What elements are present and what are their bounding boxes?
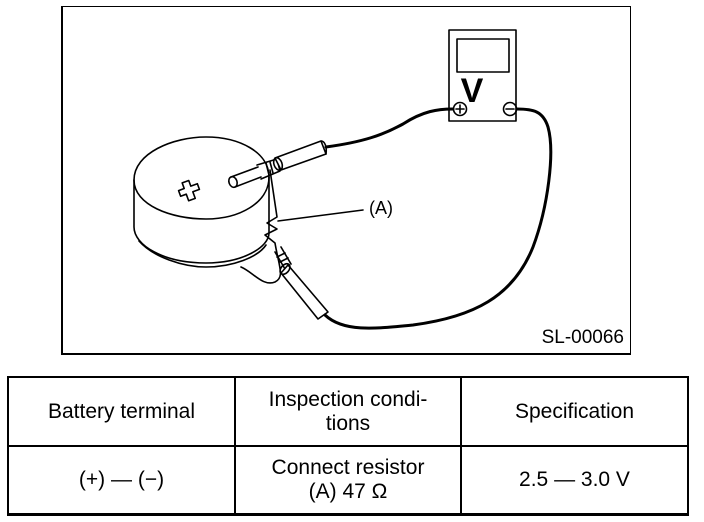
header-text: Battery terminal bbox=[47, 399, 196, 423]
header-inspection-conditions: Inspection condi- tions bbox=[234, 376, 462, 447]
cell-battery-terminal: (+) — (−) bbox=[7, 445, 236, 515]
header-battery-terminal: Battery terminal bbox=[7, 376, 236, 447]
cell-inspection-conditions: Connect resistor (A) 47 Ω bbox=[234, 445, 462, 515]
callout-label-a: (A) bbox=[369, 198, 393, 218]
header-text: Specification bbox=[514, 399, 635, 423]
resistor-a bbox=[240, 169, 364, 284]
positive-test-lead bbox=[324, 107, 455, 149]
coin-battery bbox=[133, 136, 270, 268]
callout-leader-line bbox=[277, 209, 364, 222]
cell-specification: 2.5 — 3.0 V bbox=[460, 445, 689, 515]
negative-test-lead bbox=[323, 107, 553, 330]
voltmeter-display bbox=[456, 38, 510, 73]
plus-marking-icon bbox=[177, 179, 201, 202]
cell-text: Connect resistor (A) 47 Ω bbox=[271, 455, 425, 503]
cell-text: 2.5 — 3.0 V bbox=[519, 467, 630, 491]
table-header-row: Battery terminal Inspection condi- tions… bbox=[7, 376, 689, 447]
voltmeter bbox=[448, 29, 518, 122]
table-row: (+) — (−) Connect resistor (A) 47 Ω 2.5 … bbox=[7, 445, 689, 515]
specification-table: Battery terminal Inspection condi- tions… bbox=[7, 376, 689, 516]
cell-text: (+) — (−) bbox=[78, 467, 165, 491]
figure-id: SL-00066 bbox=[541, 327, 624, 348]
diagram-frame: V (A) SL-00066 bbox=[61, 6, 631, 355]
negative-probe bbox=[274, 246, 329, 320]
header-text: Inspection condi- tions bbox=[268, 387, 428, 435]
battery-voltage-diagram: V bbox=[133, 29, 553, 330]
voltmeter-body bbox=[448, 29, 517, 122]
voltmeter-label: V bbox=[461, 72, 484, 110]
header-specification: Specification bbox=[460, 376, 689, 447]
